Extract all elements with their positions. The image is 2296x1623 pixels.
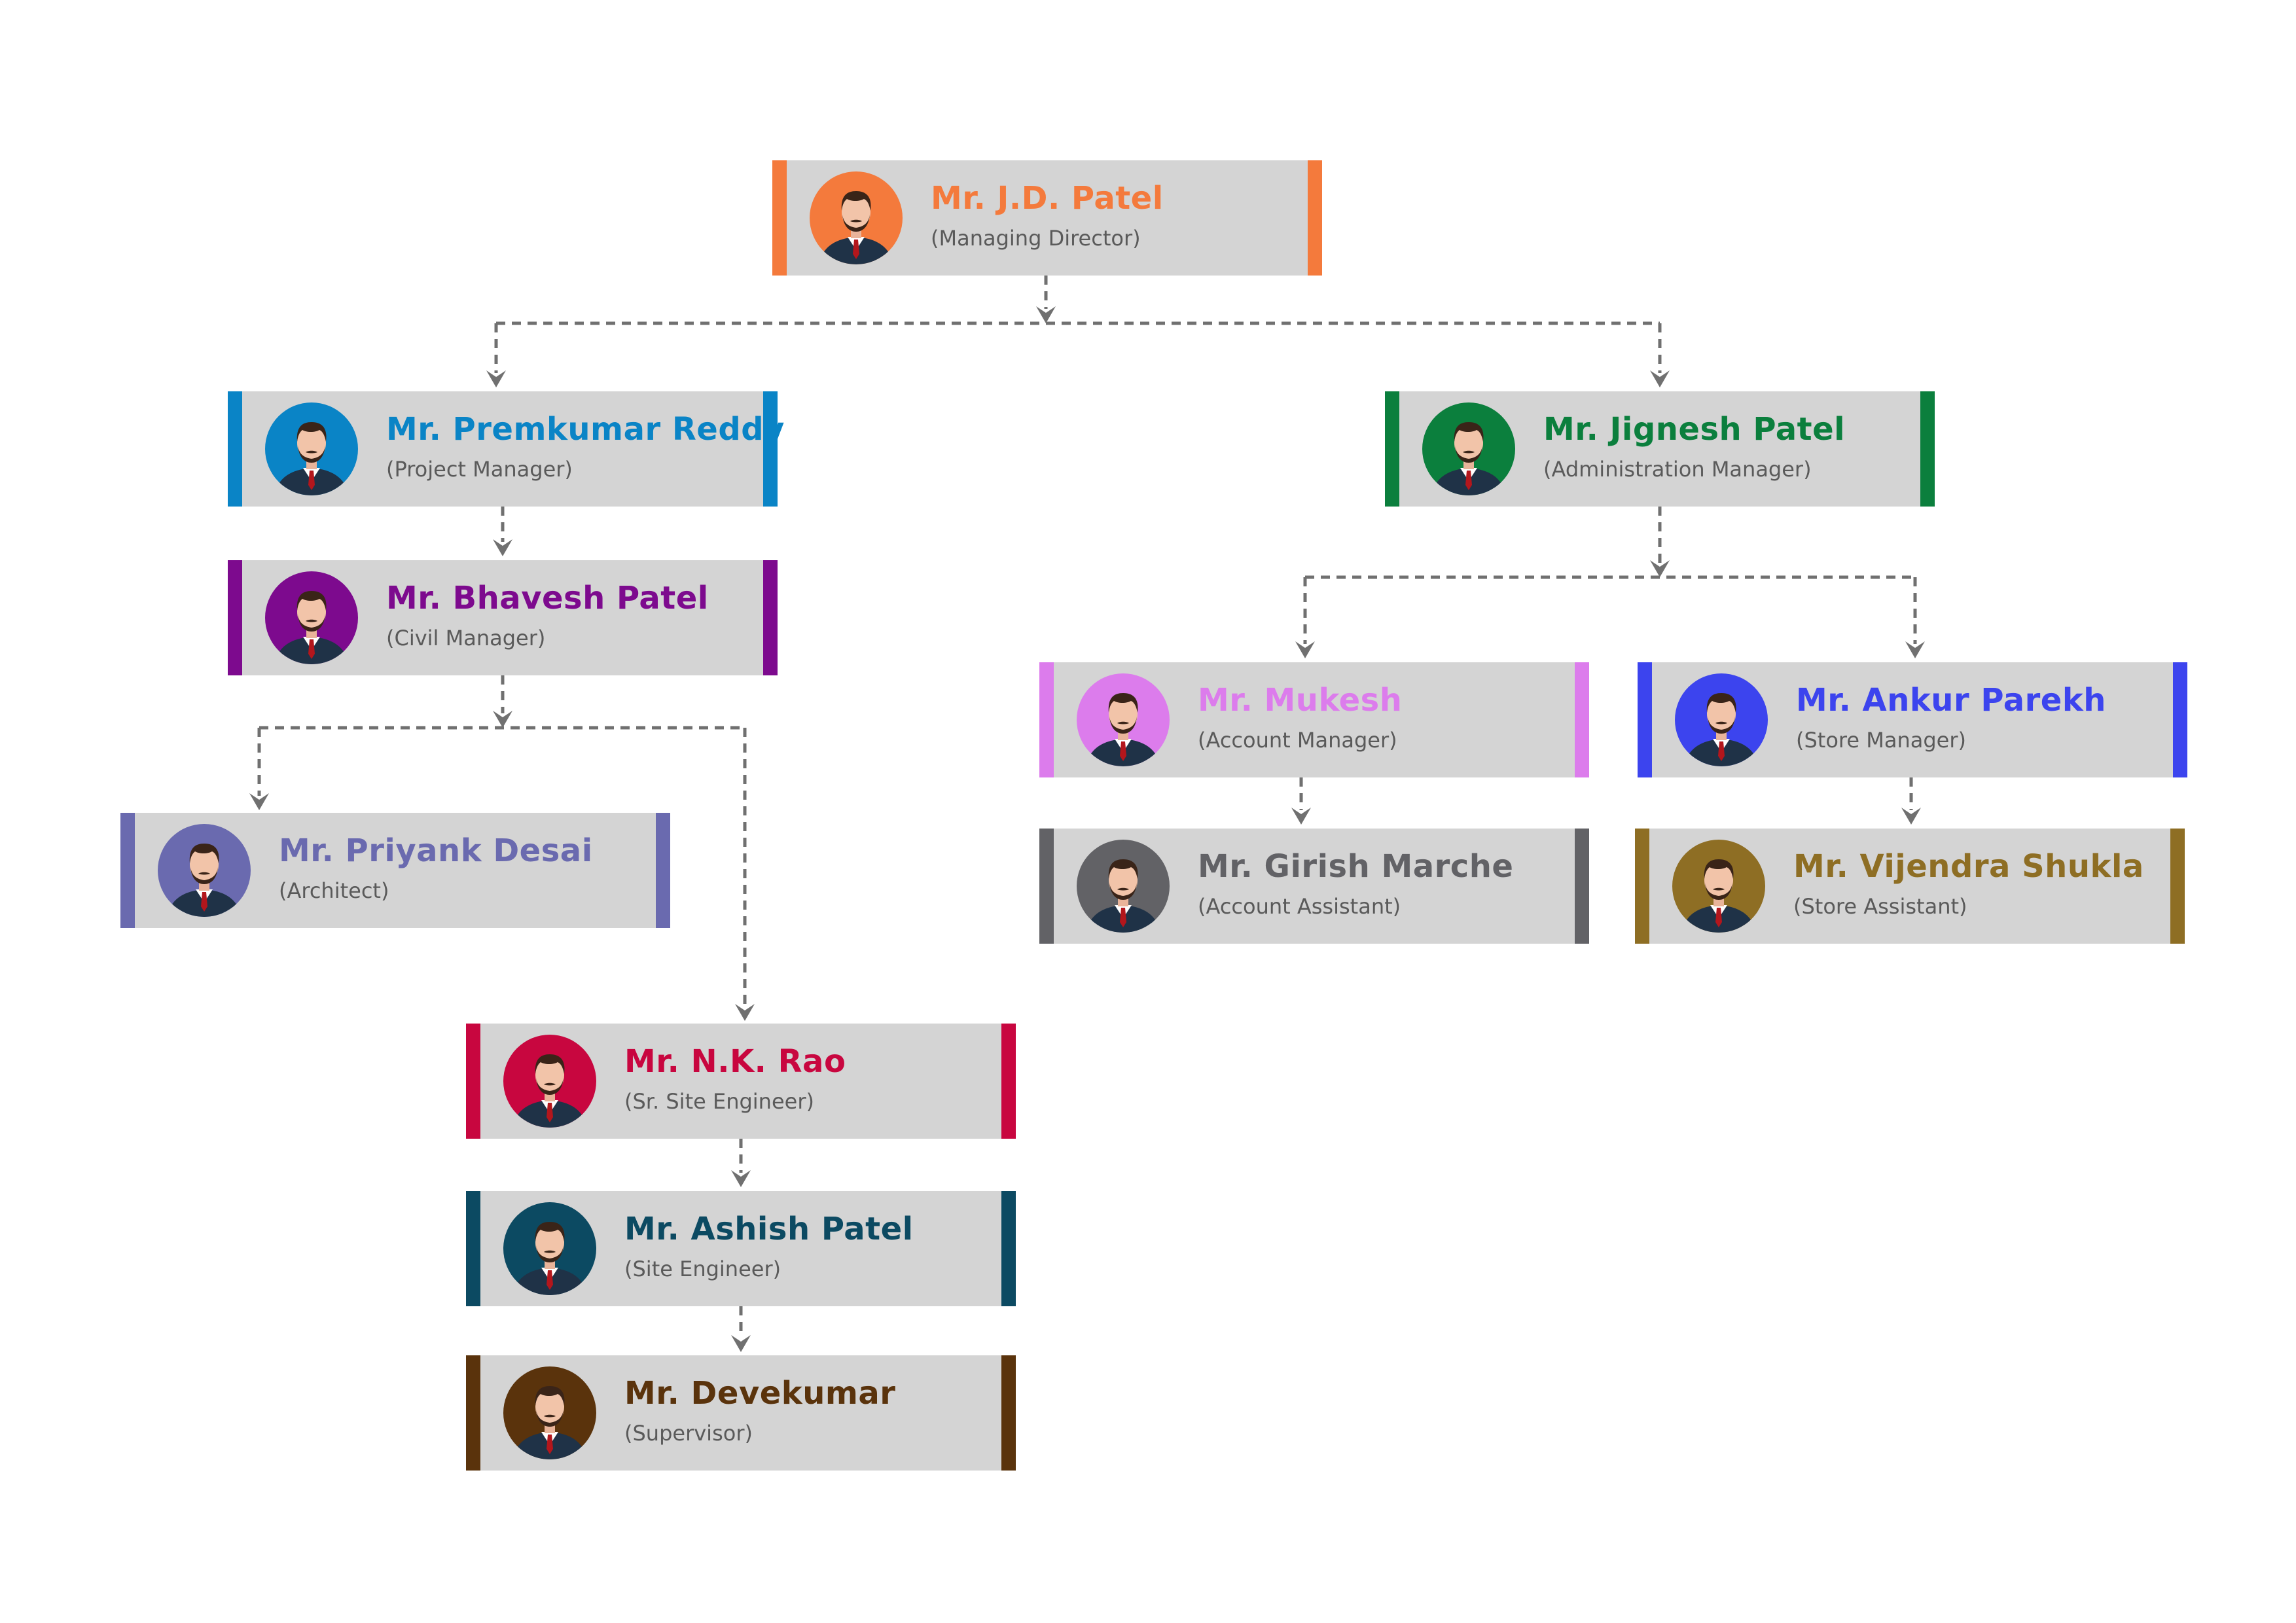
person-role: (Sr. Site Engineer) bbox=[624, 1089, 814, 1114]
connector-arrow bbox=[735, 1004, 755, 1021]
connector-arrow bbox=[1905, 641, 1925, 658]
person-role: (Civil Manager) bbox=[386, 626, 546, 651]
person-name: Mr. Mukesh bbox=[1198, 682, 1403, 719]
connector-arrow bbox=[1295, 641, 1315, 658]
org-card-devekumar: Mr. Devekumar (Supervisor) bbox=[466, 1355, 1016, 1471]
connector-arrow bbox=[1650, 370, 1670, 387]
connector-arrow bbox=[1291, 808, 1311, 825]
org-card-nk-rao: Mr. N.K. Rao (Sr. Site Engineer) bbox=[466, 1024, 1016, 1139]
org-card-ashish-patel: Mr. Ashish Patel (Site Engineer) bbox=[466, 1191, 1016, 1306]
person-name: Mr. Bhavesh Patel bbox=[386, 580, 709, 616]
connector-arrow bbox=[493, 711, 512, 728]
org-card-jignesh-patel: Mr. Jignesh Patel (Administration Manager… bbox=[1385, 391, 1935, 507]
person-name: Mr. Girish Marche bbox=[1198, 848, 1514, 885]
person-name: Mr. N.K. Rao bbox=[624, 1043, 846, 1080]
avatar-icon bbox=[1077, 840, 1170, 933]
person-name: Mr. Ashish Patel bbox=[624, 1211, 914, 1247]
connector-arrow bbox=[1036, 306, 1056, 323]
connector-arrow bbox=[1650, 560, 1670, 577]
org-card-mukesh: Mr. Mukesh (Account Manager) bbox=[1039, 662, 1589, 777]
org-card-jd-patel: Mr. J.D. Patel (Managing Director) bbox=[772, 160, 1322, 276]
person-role: (Store Manager) bbox=[1796, 728, 1966, 753]
person-role: (Store Assistant) bbox=[1793, 894, 1967, 919]
connector-arrow bbox=[1901, 808, 1921, 825]
avatar-icon bbox=[265, 571, 358, 664]
avatar-icon bbox=[503, 1366, 596, 1459]
avatar-icon bbox=[810, 171, 903, 264]
person-name: Mr. Priyank Desai bbox=[279, 832, 593, 869]
person-role: (Project Manager) bbox=[386, 457, 573, 482]
person-name: Mr. Ankur Parekh bbox=[1796, 682, 2106, 719]
person-role: (Account Manager) bbox=[1198, 728, 1397, 753]
avatar-icon bbox=[265, 402, 358, 495]
person-name: Mr. J.D. Patel bbox=[931, 180, 1164, 217]
org-card-priyank-desai: Mr. Priyank Desai (Architect) bbox=[120, 813, 670, 928]
person-role: (Site Engineer) bbox=[624, 1257, 781, 1281]
person-name: Mr. Devekumar bbox=[624, 1375, 896, 1412]
org-card-ankur-parekh: Mr. Ankur Parekh (Store Manager) bbox=[1638, 662, 2187, 777]
connector-arrow bbox=[493, 539, 512, 556]
avatar-icon bbox=[1422, 402, 1515, 495]
org-card-girish-marche: Mr. Girish Marche (Account Assistant) bbox=[1039, 829, 1589, 944]
avatar-icon bbox=[503, 1035, 596, 1128]
person-role: (Managing Director) bbox=[931, 226, 1141, 251]
person-role: (Account Assistant) bbox=[1198, 894, 1401, 919]
org-card-premkumar-reddy: Mr. Premkumar Reddy (Project Manager) bbox=[228, 391, 784, 507]
person-role: (Administration Manager) bbox=[1543, 457, 1812, 482]
avatar-icon bbox=[1672, 840, 1765, 933]
person-role: (Supervisor) bbox=[624, 1421, 753, 1446]
person-name: Mr. Premkumar Reddy bbox=[386, 411, 785, 448]
avatar-icon bbox=[1077, 673, 1170, 766]
org-card-bhavesh-patel: Mr. Bhavesh Patel (Civil Manager) bbox=[228, 560, 778, 675]
avatar-icon bbox=[1675, 673, 1768, 766]
person-role: (Architect) bbox=[279, 878, 389, 903]
org-card-vijendra-shukla: Mr. Vijendra Shukla (Store Assistant) bbox=[1635, 829, 2185, 944]
connector-arrow bbox=[486, 370, 506, 387]
person-name: Mr. Jignesh Patel bbox=[1543, 411, 1846, 448]
avatar-icon bbox=[158, 824, 251, 917]
connector-arrow bbox=[731, 1335, 751, 1352]
connector-arrow bbox=[731, 1170, 751, 1187]
avatar-icon bbox=[503, 1202, 596, 1295]
person-name: Mr. Vijendra Shukla bbox=[1793, 848, 2144, 885]
connector-arrow bbox=[249, 793, 269, 810]
